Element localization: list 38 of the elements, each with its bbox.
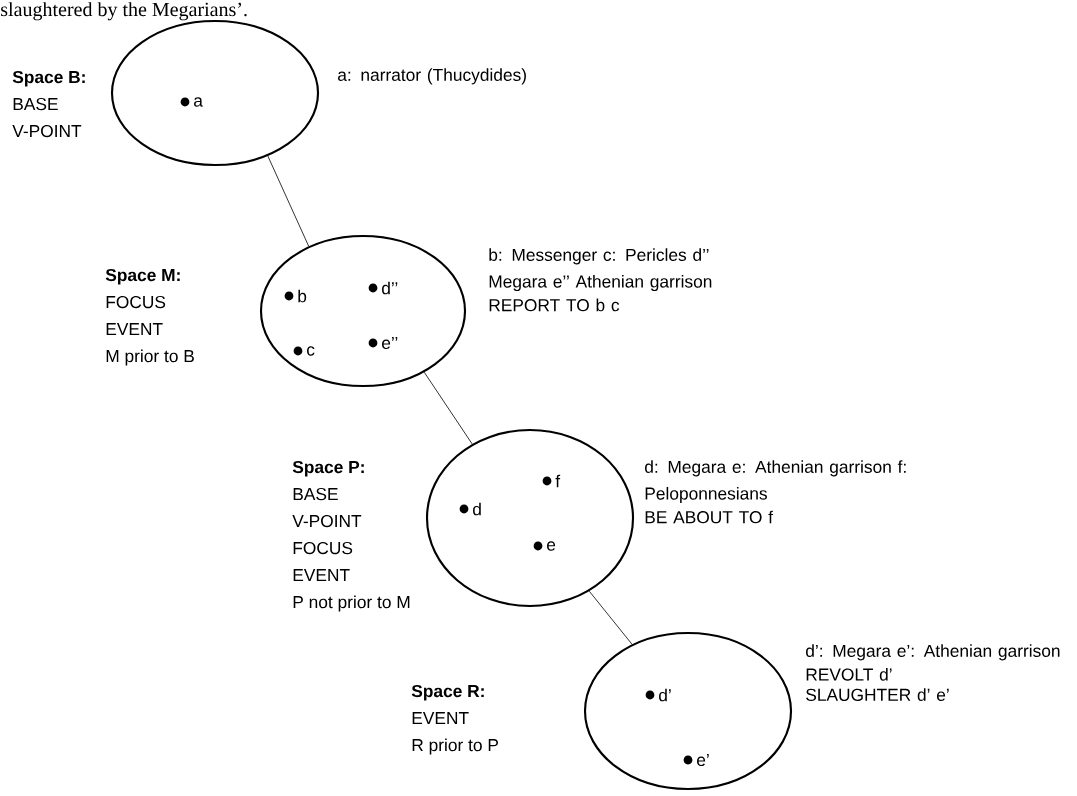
space-attribute: EVENT: [412, 712, 469, 724]
space-attribute: BASE: [293, 487, 338, 501]
node-label: f: [555, 474, 561, 488]
description-text: a: narrator (Thucydides): [338, 68, 526, 85]
space-heading: Space B:: [12, 70, 85, 87]
space-attribute: FOCUS: [293, 541, 353, 555]
node-label: c: [307, 346, 315, 356]
space-heading: Space M:: [105, 268, 180, 285]
node-label: e’: [697, 753, 709, 767]
description-text: REPORT TO b c: [489, 298, 620, 312]
space-attribute: BASE: [13, 97, 58, 111]
node-label: e: [547, 541, 556, 551]
description-text: BE ABOUT TO f: [645, 510, 774, 524]
node-label: d: [473, 502, 481, 516]
node-label: d’: [659, 688, 671, 702]
description-text: b: Messenger c: Pericles d’’ Megara e’’ Athenian garrison: [489, 248, 712, 292]
description-text: d’: Megara e’: Athenian garrison: [806, 644, 1060, 661]
space-attribute: R prior to P: [412, 738, 498, 755]
space-attribute: FOCUS: [106, 295, 166, 309]
space-attribute: V-POINT: [292, 514, 362, 528]
description-text: d: Megara e: Athenian garrison f: Peloponnesians: [645, 460, 906, 504]
node-label: d’’: [382, 281, 398, 295]
description-text: REVOLT d’: [806, 667, 892, 681]
connector-line: [423, 371, 473, 445]
space-attribute: M prior to B: [106, 349, 194, 366]
space-attribute: P not prior to M: [293, 595, 410, 612]
description-text: SLAUGHTER d’ e’: [806, 688, 949, 701]
node-label: a: [194, 97, 203, 107]
node-label: e’’: [382, 336, 398, 350]
space-heading: Space R:: [411, 684, 484, 701]
connector-line: [588, 590, 633, 645]
space-attribute: EVENT: [293, 569, 350, 581]
caption-text: slaughtered by the Megarians’.: [1, 2, 247, 21]
space-attribute: EVENT: [106, 323, 163, 335]
space-attribute: V-POINT: [12, 124, 82, 138]
connector-line: [267, 155, 310, 247]
node-label: b: [298, 289, 307, 303]
space-heading: Space P:: [292, 460, 364, 477]
